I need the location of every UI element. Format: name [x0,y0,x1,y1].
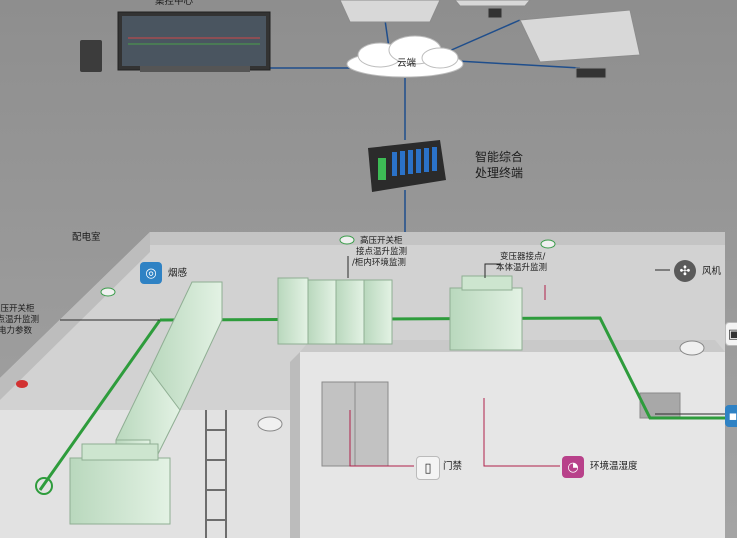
hv-cabinet-label-3: /柜内环境监测 [352,258,406,268]
terminal-label-2: 处理终端 [475,166,524,180]
left-cabinet-label-1: 高压开关柜 [0,304,35,314]
thermometer-gauge-icon: ◔ [562,456,584,478]
hv-cabinet-label-1: 高压开关柜 [360,236,403,246]
left-cabinet-label-3: 电力参数 [0,326,33,336]
sensor-icon: ▪ [725,405,737,427]
hv-cabinets-center [277,277,393,345]
transformer-label-2: 本体温升监测 [496,263,548,273]
smart-terminal [368,140,446,192]
cloud [346,35,464,78]
terminal-label-1: 智能综合 [475,150,524,164]
back-wall-top [150,232,725,245]
cloud-label: 云端 [397,58,417,69]
hv-cabinet-label-2: 接点温升监测 [356,247,408,257]
smoke-label: 烟感 [168,268,188,279]
smoke-detector-icon: ◎ [140,262,162,284]
door-label: 门禁 [443,461,463,472]
remote-sites [339,0,641,79]
fan-icon: ✣ [674,260,696,282]
door-access-icon: ▯ [416,456,440,480]
transformer-right [449,275,523,351]
left-cabinet-label-2: 接点温升监测 [0,315,40,325]
partition-wall [300,352,725,538]
room-label: 配电室 [72,232,101,243]
fan-label: 风机 [702,266,722,277]
pc-tower [80,40,102,72]
cable-ladder [205,410,227,538]
control-center-screens [80,11,271,72]
transformer-left [69,443,171,525]
control-center-label: 集控中心 [155,0,194,7]
camera-icon: ▣ [725,322,737,346]
left-wall [0,232,150,400]
env-label: 环境温湿度 [590,461,638,472]
transformer-label-1: 变压器接点/ [500,252,546,262]
